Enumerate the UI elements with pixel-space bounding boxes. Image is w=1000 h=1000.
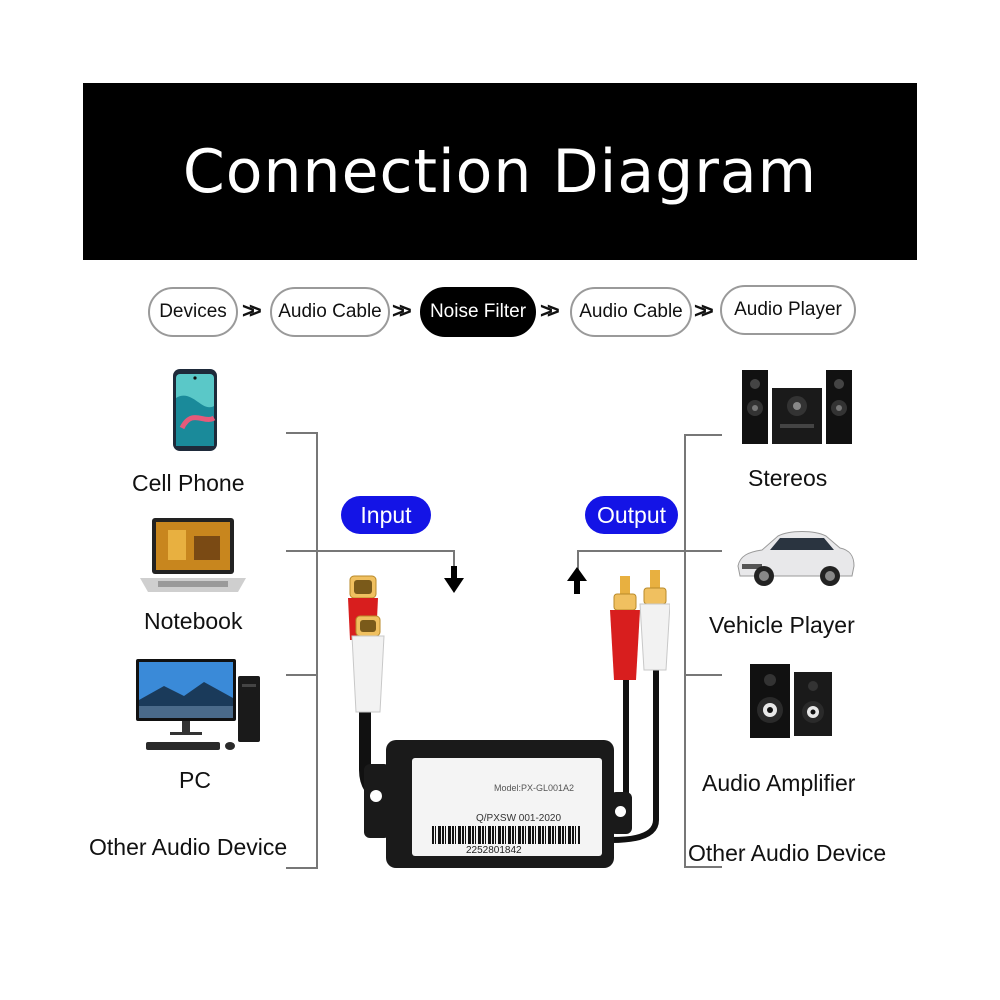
input-drop-line: [453, 550, 455, 572]
arrow-up-icon: [567, 567, 587, 594]
input-branch-line: [286, 432, 318, 434]
output-branch-line: [577, 550, 722, 552]
standard-text: Q/PXSW 001-2020: [476, 813, 562, 824]
flow-step-audio-cable-out: Audio Cable: [570, 287, 692, 337]
output-tag: Output: [585, 496, 678, 534]
flow-step-devices: Devices: [148, 287, 238, 337]
input-branch-line: [286, 674, 318, 676]
model-text: Model:PX-GL001A2: [494, 783, 575, 793]
flow-separator: >>: [694, 298, 714, 323]
mounting-hole: [370, 790, 382, 802]
output-branch-line: [684, 674, 722, 676]
notebook-icon: [140, 518, 246, 592]
car-icon: [737, 531, 855, 586]
flow-separator: >>: [242, 298, 262, 323]
header-banner: Connection Diagram: [83, 83, 917, 260]
stereo-icon: [742, 370, 852, 444]
device-label-vehicle-player: Vehicle Player: [709, 612, 855, 638]
flow-step-audio-cable-in: Audio Cable: [270, 287, 390, 337]
output-branch-line: [684, 434, 722, 436]
pc-icon: [136, 659, 260, 750]
device-label-audio-amplifier: Audio Amplifier: [702, 770, 856, 796]
arrow-down-icon: [444, 566, 464, 593]
device-label-other-input: Other Audio Device: [89, 834, 288, 860]
cell-phone-icon: [173, 369, 217, 451]
amplifier-speaker-icon: [750, 664, 832, 738]
mounting-hole: [615, 806, 626, 817]
barcode: [432, 826, 580, 844]
flow-step-audio-player: Audio Player: [720, 285, 856, 335]
flow-separator: >>: [540, 298, 560, 323]
device-label-cell-phone: Cell Phone: [132, 470, 245, 496]
flow-step-noise-filter: Noise Filter: [420, 287, 536, 337]
output-branch-line: [684, 866, 722, 868]
device-label-stereos: Stereos: [748, 465, 828, 491]
device-label-other-output: Other Audio Device: [688, 840, 887, 866]
device-label-pc: PC: [179, 767, 211, 793]
page-title: Connection Diagram: [182, 136, 818, 207]
output-bus-line: [684, 434, 686, 868]
serial-number: 2252801842: [466, 845, 522, 856]
input-tag: Input: [341, 496, 431, 534]
output-rise-line: [577, 550, 579, 572]
input-bus-line: [316, 432, 318, 869]
input-branch-line: [286, 550, 454, 552]
device-label-notebook: Notebook: [144, 608, 243, 634]
input-branch-line: [286, 867, 318, 869]
flow-separator: >>: [392, 298, 412, 323]
